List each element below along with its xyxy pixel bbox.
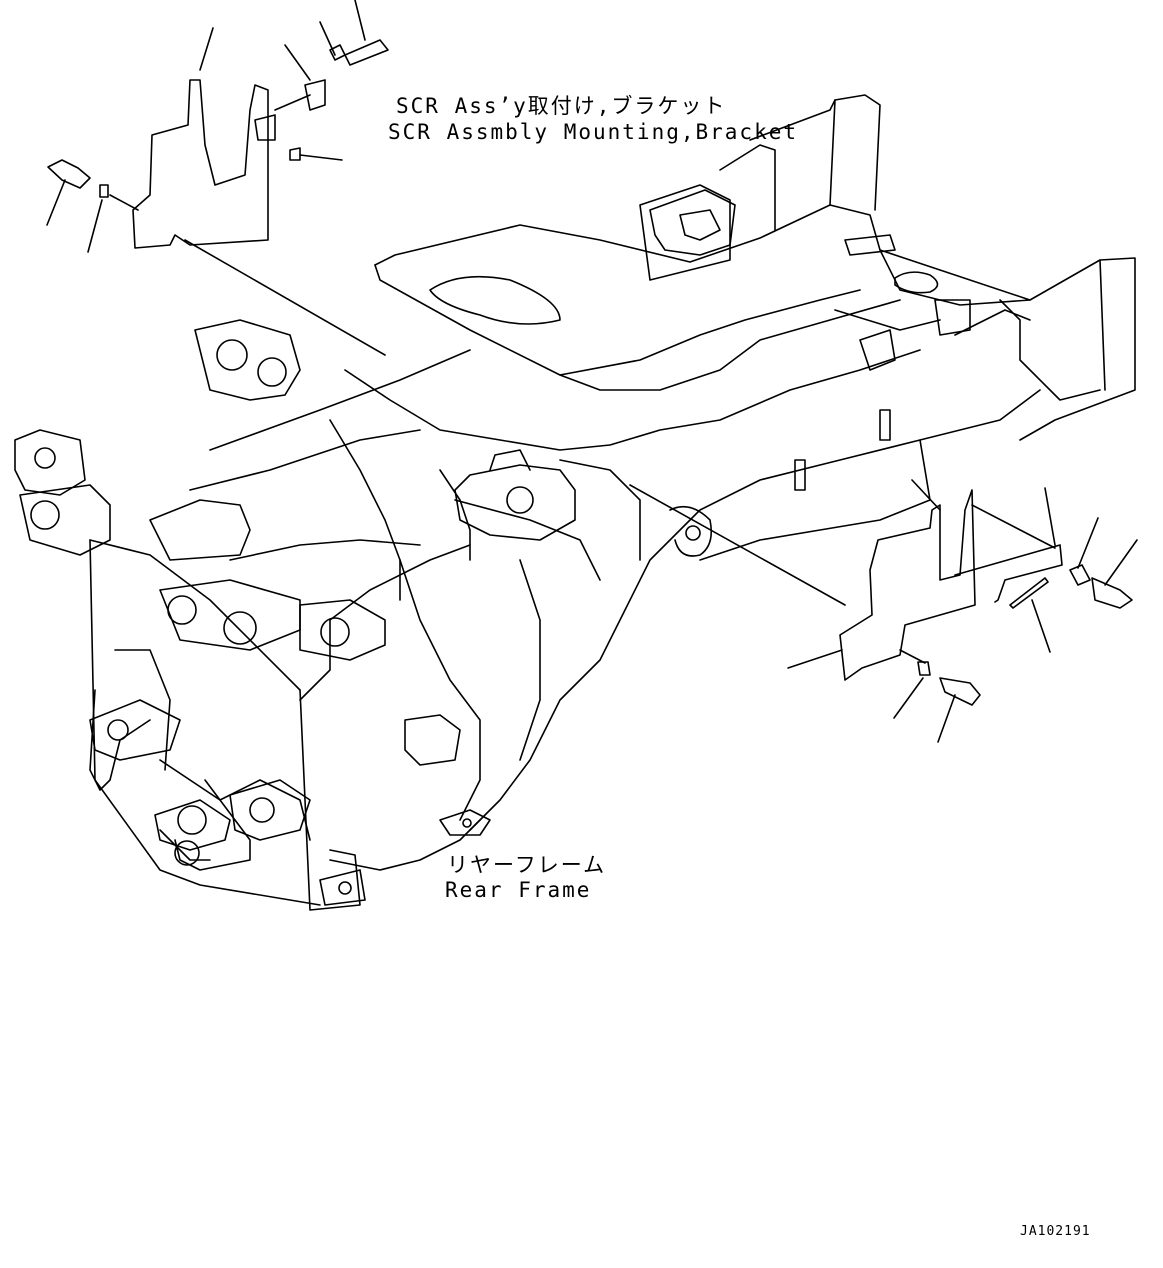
callout-leader <box>1077 517 1099 569</box>
callout-leader <box>199 27 214 71</box>
callout-leader <box>319 21 336 56</box>
figure-id: JA102191 <box>1020 1224 1091 1239</box>
callout-leader <box>284 44 311 81</box>
rear-frame-label-jp: リヤーフレーム <box>447 853 607 877</box>
assembly-line <box>109 194 139 211</box>
scr-mounting-label-en: SCR Assmbly Mounting,Bracket <box>388 120 799 144</box>
assembly-line <box>274 94 311 111</box>
assembly-line <box>184 239 386 356</box>
callout-leader <box>46 179 66 226</box>
callout-leader <box>1044 487 1056 546</box>
callout-leader <box>1104 539 1138 586</box>
callout-leader <box>893 677 924 719</box>
right-cover-plate-assembly <box>629 479 1138 743</box>
callout-leader <box>299 154 343 161</box>
callout-leader <box>911 479 941 511</box>
scr-mounting-label-jp: SCR Ass’y取付け,ブラケット <box>396 94 727 118</box>
callout-leader <box>937 694 956 743</box>
rear-frame <box>14 94 1136 911</box>
rear-frame-label-en: Rear Frame <box>445 878 592 902</box>
assembly-line <box>629 484 846 606</box>
assembly-line <box>899 649 926 664</box>
callout-leader <box>354 0 366 41</box>
callout-leader <box>787 649 843 669</box>
assembly-line <box>971 504 1056 549</box>
callout-leader <box>87 199 103 253</box>
left-cover-plate-assembly <box>46 0 389 356</box>
callout-leader <box>1031 599 1051 653</box>
